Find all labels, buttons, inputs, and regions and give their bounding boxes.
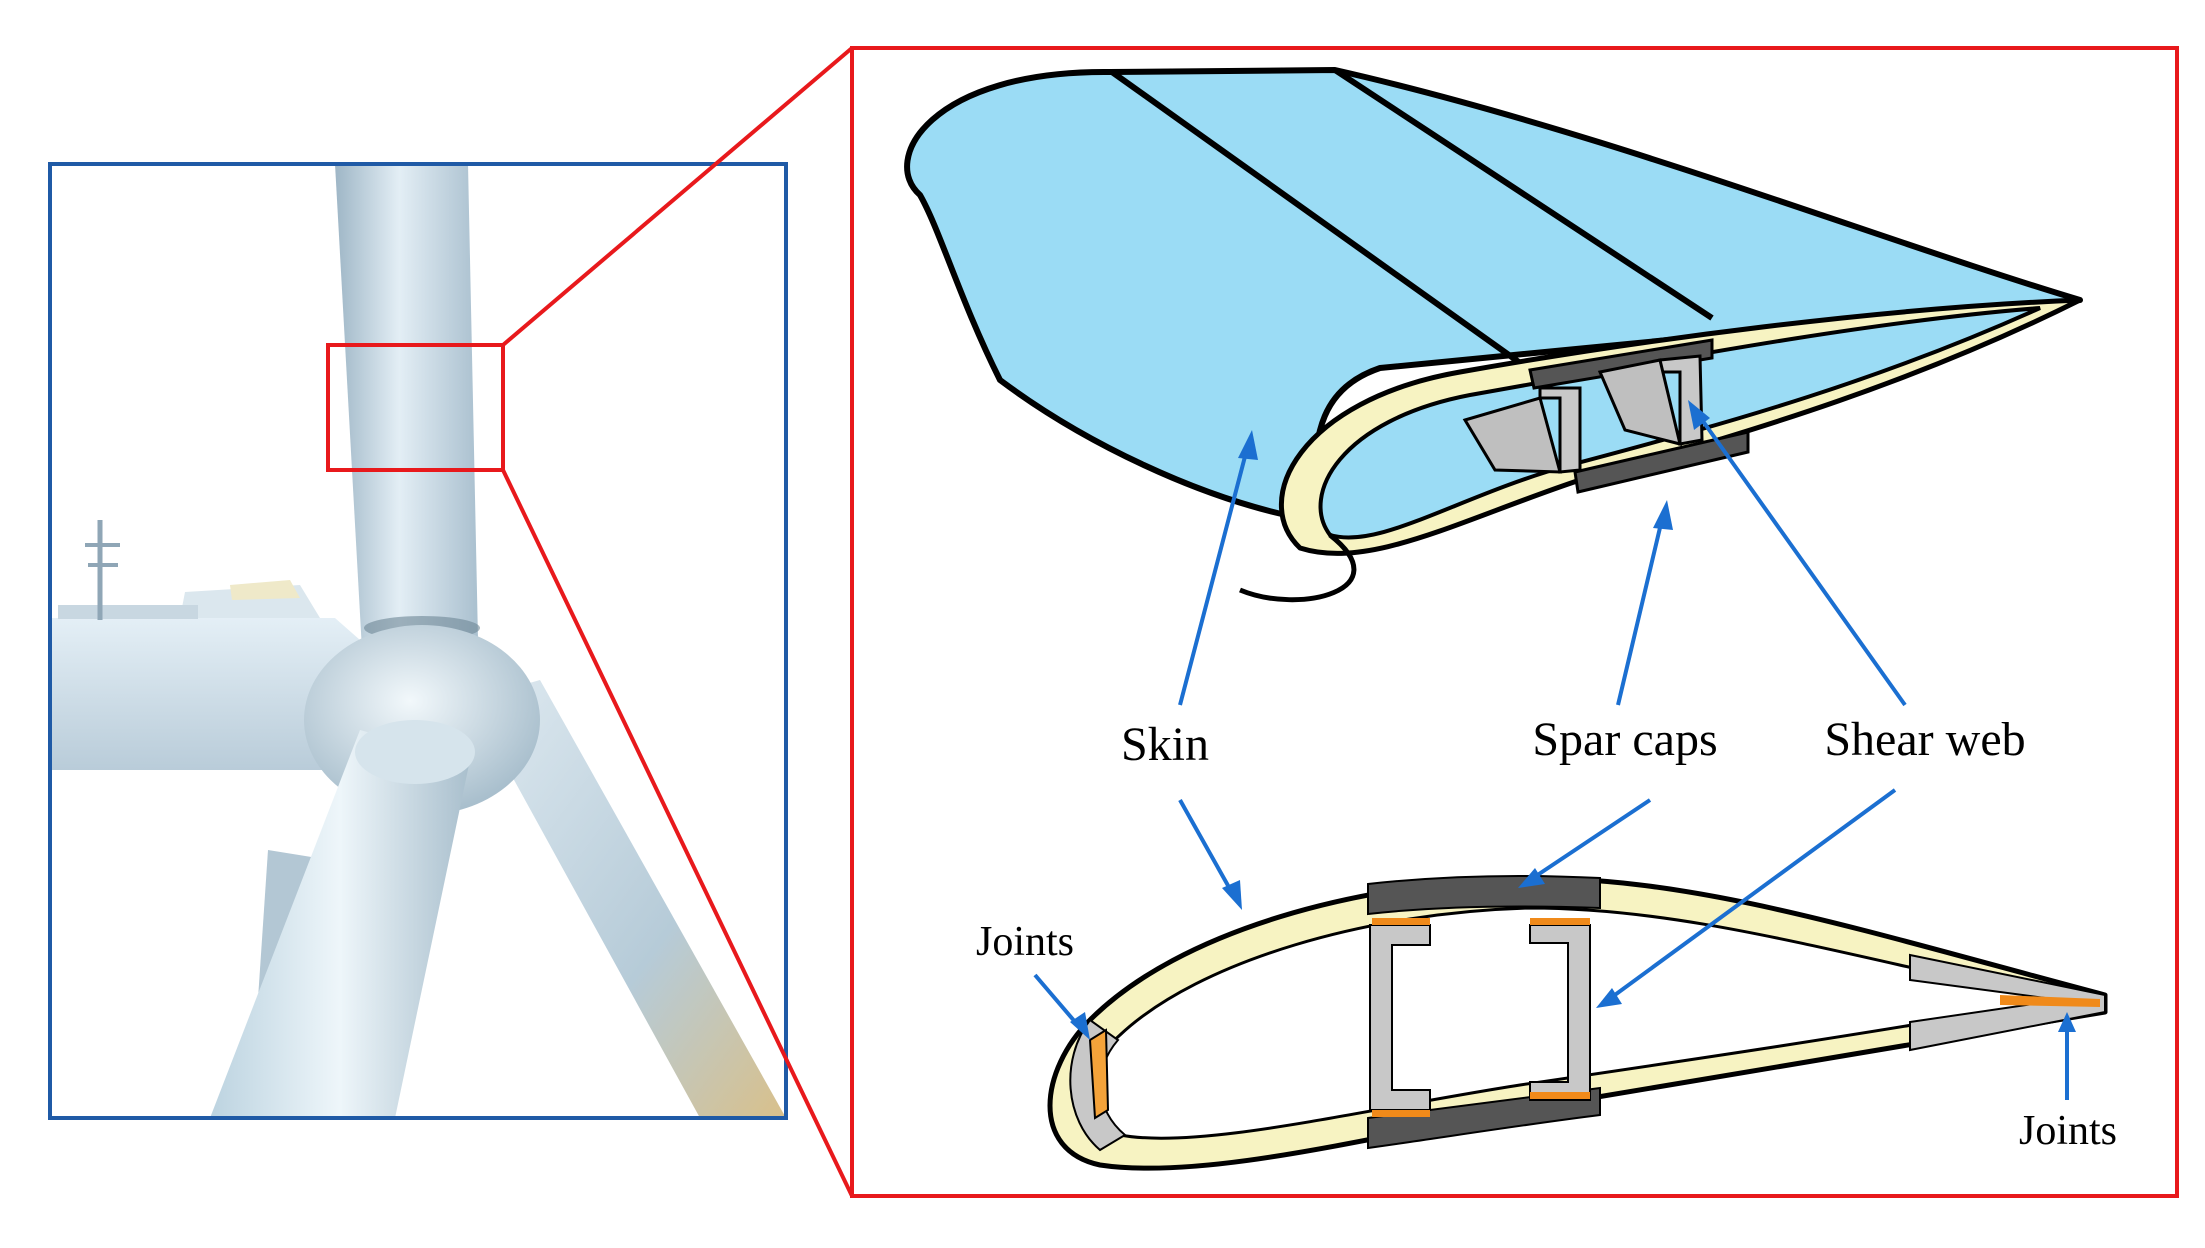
- label-joints-trailing: Joints: [2019, 1108, 2117, 1154]
- zoom-connector-bottom: [501, 469, 854, 1197]
- annotation-arrows: [1033, 400, 2076, 1100]
- turbine-illustration: [50, 164, 786, 1118]
- shear-web-rear: [1529, 924, 1591, 1101]
- label-joints-leading: Joints: [976, 919, 1074, 965]
- label-spar-caps: Spar caps: [1532, 713, 1717, 766]
- blade-3d-section: [904, 67, 2083, 603]
- label-shear-web: Shear web: [1824, 713, 2025, 766]
- zoom-connector-top: [501, 46, 854, 347]
- joint-leading-edge: [1088, 1028, 1110, 1120]
- zoom-highlight-box: [326, 343, 505, 472]
- spar-cap-bottom: [1367, 1086, 1601, 1150]
- joint-trailing-edge: [2000, 995, 2100, 1007]
- label-skin: Skin: [1121, 718, 1209, 771]
- airfoil-cross-section: [1047, 875, 2108, 1171]
- photo-frame: [48, 162, 788, 1120]
- spar-cap-top: [1367, 875, 1601, 916]
